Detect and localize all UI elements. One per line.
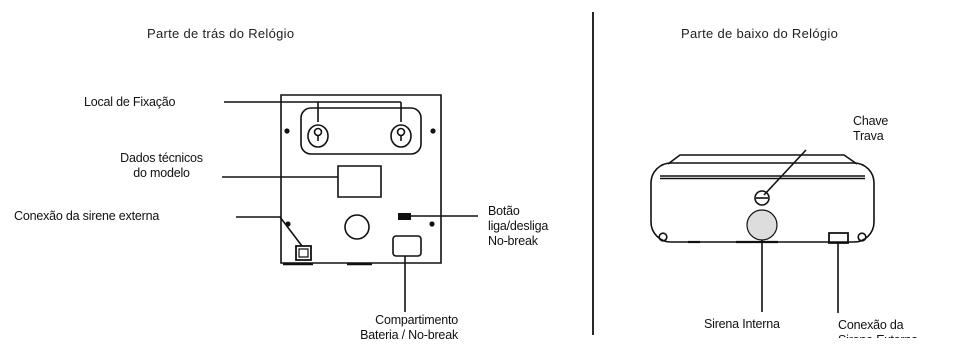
tech-data-line-1: Dados técnicos (120, 151, 203, 165)
key-line-2: Trava (853, 129, 884, 143)
key-lock-icon (755, 191, 769, 205)
bottom-hole-left (659, 233, 667, 241)
leader-key (764, 150, 806, 195)
battery-compartment (393, 236, 421, 256)
external-conn-label: Conexão da Sirena Externa (838, 318, 918, 338)
internal-siren (747, 210, 777, 240)
external-siren-port (296, 246, 311, 260)
siren-conn-label: Conexão da sirene externa (14, 209, 160, 223)
keyhole-left-icon (308, 125, 328, 147)
compartment-line-1: Compartimento (375, 313, 458, 327)
power-button (398, 213, 411, 220)
button-line-3: No-break (488, 234, 538, 248)
clock-top-ridge (668, 155, 857, 164)
power-button-label: Botão liga/desliga No-break (488, 204, 548, 249)
leader-siren-conn (236, 217, 302, 246)
tech-data-label: Dados técnicos do modelo (99, 151, 224, 181)
tech-data-line-2: do modelo (133, 166, 190, 180)
mounting-label: Local de Fixação (84, 95, 176, 109)
keyhole-right-icon (391, 125, 411, 147)
mounting-plate (301, 108, 421, 154)
bottom-hole-right (858, 233, 866, 241)
key-lock-label: Chave Trava (853, 114, 888, 144)
compartment-line-2: Bateria / No-break (360, 328, 458, 342)
bottom-view-title: Parte de baixo do Relógio (681, 26, 839, 41)
model-label-plate (338, 166, 381, 197)
screw-dot (429, 221, 435, 227)
back-view-title: Parte de trás do Relógio (147, 26, 295, 41)
screw-dot (430, 128, 436, 134)
compartment-label: Compartimento Bateria / No-break (310, 313, 458, 343)
button-line-2: liga/desliga (488, 219, 549, 233)
key-line-1: Chave (853, 114, 889, 128)
external-conn-line-1: Conexão da (838, 318, 904, 332)
screw-dot (284, 128, 290, 134)
internal-siren-label: Sirena Interna (704, 317, 780, 331)
external-conn-line-2: Sirena Externa (838, 333, 918, 338)
button-line-1: Botão (488, 204, 520, 218)
back-round-hole (345, 215, 369, 239)
